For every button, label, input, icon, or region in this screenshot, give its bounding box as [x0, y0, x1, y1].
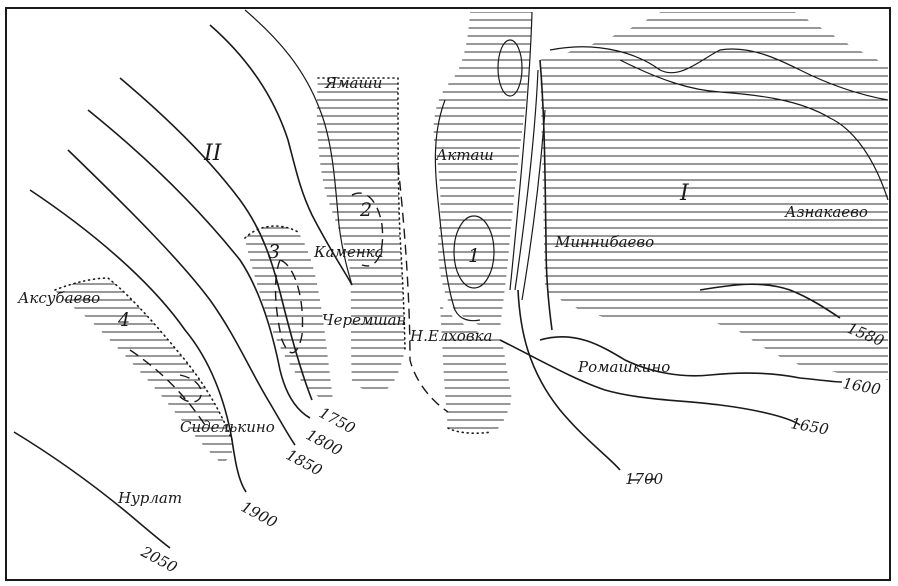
isoline-east-boundary: [539, 59, 553, 331]
isoline-1900: [29, 189, 247, 493]
isoline-1650: [499, 339, 801, 426]
isoline-1700: [517, 289, 621, 471]
label-yamashi: Ямаши: [324, 74, 382, 92]
label-romashkino: Ромашкино: [577, 358, 670, 376]
hatched-zone-3: [245, 226, 333, 400]
fault-line-2: [514, 69, 539, 291]
hatched-zone-region-1: [540, 12, 888, 380]
label-sidelkino: Сиделькино: [180, 418, 275, 436]
dotted-border-yamashi: [317, 77, 406, 351]
hatched-zone-4: [55, 278, 233, 462]
label-isoline-1900: 1900: [238, 498, 281, 532]
label-nurlat: Нурлат: [117, 489, 182, 507]
map-frame: [5, 7, 891, 581]
label-kamenka: Каменка: [313, 243, 384, 261]
label-zone-1: 1: [468, 245, 480, 267]
isoline-1800: [87, 109, 311, 419]
label-isoline-1850: 1850: [283, 446, 326, 480]
isoline-1850: [67, 149, 296, 446]
isoline-region-1-east: [619, 59, 889, 201]
isoline-aktash: [434, 99, 481, 322]
isoline-west: [209, 24, 353, 286]
hatched-zone-2: [316, 78, 405, 391]
label-isoline-1650: 1650: [789, 414, 830, 438]
fault-line-3: [521, 109, 546, 301]
label-isoline-2050: 2050: [137, 542, 180, 576]
label-zone-4: 4: [117, 309, 130, 331]
fault-line-1: [509, 11, 533, 291]
label-region-2: II: [203, 141, 223, 166]
dotted-border-zone-3: [244, 225, 299, 239]
label-zone-2: 2: [359, 199, 372, 221]
dotted-border-n-elkhovka: [447, 427, 493, 435]
label-isoline-1700: 1700: [625, 470, 664, 488]
hatched-zone-aktash: [433, 12, 532, 330]
dashed-contour-region-1-south: [629, 477, 661, 481]
label-zone-3: 3: [268, 241, 280, 263]
label-aksubaevo: Аксубаево: [17, 289, 100, 307]
isoline-2050: [13, 431, 171, 549]
label-cheremshan: Черемшан: [322, 311, 406, 329]
dotted-border-zone-4: [54, 277, 233, 441]
isoline-kamenka: [244, 9, 353, 286]
label-minnibaevo: Миннибаево: [554, 233, 654, 251]
hatched-zone-n-elkhovka: [440, 305, 512, 434]
dashed-contour-zone-2: [351, 192, 384, 267]
dashed-contour-n-elkhovka: [397, 164, 449, 413]
dashed-contour-zone-4: [129, 349, 206, 426]
dashed-contour-zone-4-small: [177, 374, 202, 403]
label-aznakaevo: Азнакаево: [784, 203, 868, 221]
label-n-elkhovka: Н.Елховка: [409, 327, 492, 345]
closed-contour-aktash-top: [497, 39, 523, 97]
label-aktash: Акташ: [435, 146, 494, 164]
dashed-contour-zone-3: [274, 259, 304, 354]
isoline-region-1-inner: [549, 46, 889, 101]
isoline-1580: [699, 283, 841, 319]
label-region-1: I: [679, 181, 690, 206]
isoline-1600: [539, 336, 843, 383]
closed-contour-zone-1: [453, 215, 495, 289]
